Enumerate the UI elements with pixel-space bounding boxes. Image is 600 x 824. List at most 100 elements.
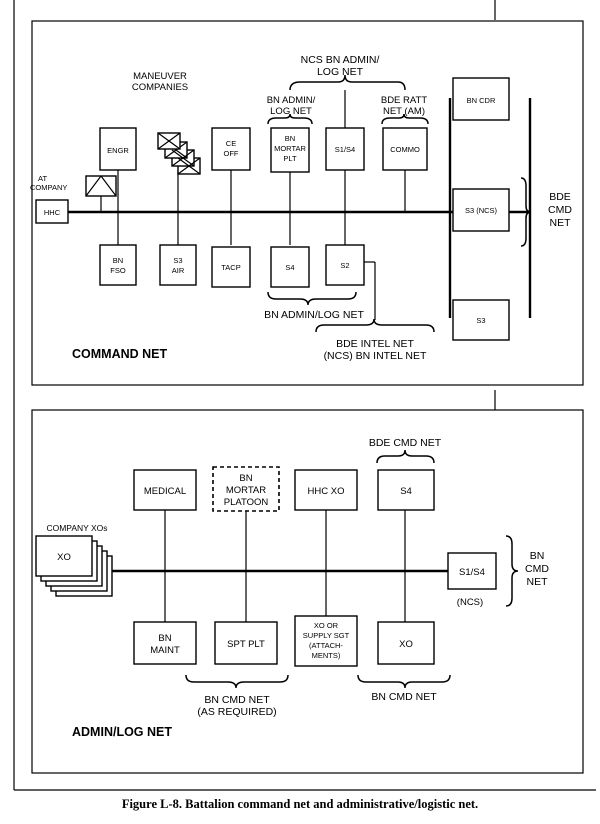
bde-intel-brace [315,318,435,333]
admin-log-net-panel: BDE CMD NET MEDICAL BN MORTAR PLATOON HH… [31,409,584,774]
bn-maint-label-1: BN [158,633,171,644]
s3-label: S3 [476,316,485,325]
company-xo-label: XO [57,552,71,563]
s4-box [270,246,310,288]
bde-ratt-brace [381,113,429,125]
bn-admin-top-brace [267,113,313,125]
ce-off-label-1: CE [226,139,236,148]
admin-log-net-title: ADMIN/LOG NET [72,725,172,739]
xo-supply-label-2: SUPPLY SGT [303,631,350,640]
s1-s4-box [325,127,365,171]
bn-fso-label-1: BN [113,256,123,265]
xo-supply-box [294,615,358,667]
admin-bde-cmd-net-label: BDE CMD NET [369,437,442,449]
admin-bn-cmd-label-3: NET [527,576,549,588]
bde-cmd-net-label-1: BDE [549,191,571,203]
admin-s1-s4-box [447,552,497,590]
ncs-bn-admin-brace [289,74,406,91]
bn-cmd-as-required-brace [185,674,289,689]
spt-plt-label: SPT PLT [227,639,265,650]
bde-intel-label-1: BDE INTEL NET [336,338,414,350]
s2-box [325,244,365,286]
s3-box [452,299,510,341]
command-net-panel: HHC AT COMPANY ENGR MANEUVER COMPANIES [30,20,584,386]
commo-box [382,127,428,171]
admin-bn-cmd-bottom-label: BN CMD NET [371,691,437,703]
bn-cmd-as-required-label-1: BN CMD NET [204,694,270,706]
bn-mortar-platoon-label-2: MORTAR [226,485,266,496]
admin-bn-cmd-label-2: CMD [525,563,549,575]
xo-supply-label-4: MENTS) [312,651,341,660]
bn-cdr-box [452,77,510,121]
s3-air-label-2: AIR [172,266,185,275]
ce-off-label-2: OFF [224,149,239,158]
admin-xo-box [377,621,435,665]
medical-label: MEDICAL [144,486,186,497]
admin-s4-label: S4 [400,486,412,497]
admin-bde-cmd-brace [376,449,435,464]
spt-plt-box [214,621,278,665]
s3-air-label-1: S3 [173,256,182,265]
medical-box [133,469,197,511]
bn-mortar-plt-box [270,127,310,173]
maneuver-companies-label-2: COMPANIES [132,82,188,93]
bn-mortar-platoon-box [212,466,280,512]
bde-cmd-net-label-2: CMD [548,204,572,216]
admin-log-net-frame [31,409,584,774]
tacp-label: TACP [221,263,240,272]
s3-air-box [159,244,197,286]
maneuver-companies-icon [157,132,201,175]
command-net-frame [31,20,584,386]
admin-bn-cmd-brace [505,535,519,607]
engr-box [99,127,137,171]
company-xos-label: COMPANY XOs [46,523,107,533]
ncs-bn-admin-log-label-2: LOG NET [317,66,364,78]
bn-admin-log-top-label-1: BN ADMIN/ [267,95,316,106]
hhc-label: HHC [44,208,61,217]
bn-maint-label-2: MAINT [150,645,180,656]
bn-mortar-plt-label-3: PLT [283,154,297,163]
s2-label: S2 [340,261,349,270]
admin-bn-cmd-label-1: BN [530,550,545,562]
bn-admin-bottom-brace [267,291,357,306]
at-company-label-1: AT [38,174,47,183]
ncs-bn-admin-log-label-1: NCS BN ADMIN/ [301,54,380,66]
bn-fso-label-2: FSO [110,266,126,275]
s4-label: S4 [285,263,294,272]
s3-ncs-label: S3 (NCS) [465,206,498,215]
bde-intel-label-2: (NCS) BN INTEL NET [324,350,427,362]
maneuver-companies-label-1: MANEUVER [133,71,187,82]
bde-cmd-net-brace [520,177,532,247]
command-net-title: COMMAND NET [72,347,167,361]
bn-cdr-label: BN CDR [467,96,496,105]
hhc-xo-box [294,469,358,511]
bn-fso-box [99,244,137,286]
xo-supply-label-3: (ATTACH- [309,641,343,650]
admin-s4-box [377,469,435,511]
ncs-label: (NCS) [457,597,483,608]
figure-caption: Figure L-8. Battalion command net and ad… [122,797,478,811]
bde-ratt-label-2: NET (AM) [383,106,425,117]
engr-label: ENGR [107,146,129,155]
bn-admin-bottom-label: BN ADMIN/LOG NET [264,309,364,321]
s1-s4-label: S1/S4 [335,145,355,154]
admin-xo-label: XO [399,639,413,650]
hhc-box [35,199,69,224]
company-xo-stack [35,535,113,597]
bn-maint-box [133,621,197,665]
bn-mortar-platoon-label-3: PLATOON [224,497,269,508]
hhc-xo-label: HHC XO [308,486,345,497]
bde-ratt-label-1: BDE RATT [381,95,427,106]
bn-mortar-plt-label-2: MORTAR [274,144,306,153]
bn-cmd-as-required-label-2: (AS REQUIRED) [197,706,276,718]
commo-label: COMMO [390,145,420,154]
admin-s1-s4-label: S1/S4 [459,567,485,578]
tacp-box [211,246,251,288]
at-company-icon [85,175,117,212]
bn-mortar-platoon-label-1: BN [239,473,252,484]
admin-bn-cmd-bottom-brace [357,674,451,689]
xo-supply-label-1: XO OR [314,621,339,630]
bn-admin-log-top-label-2: LOG NET [270,106,312,117]
